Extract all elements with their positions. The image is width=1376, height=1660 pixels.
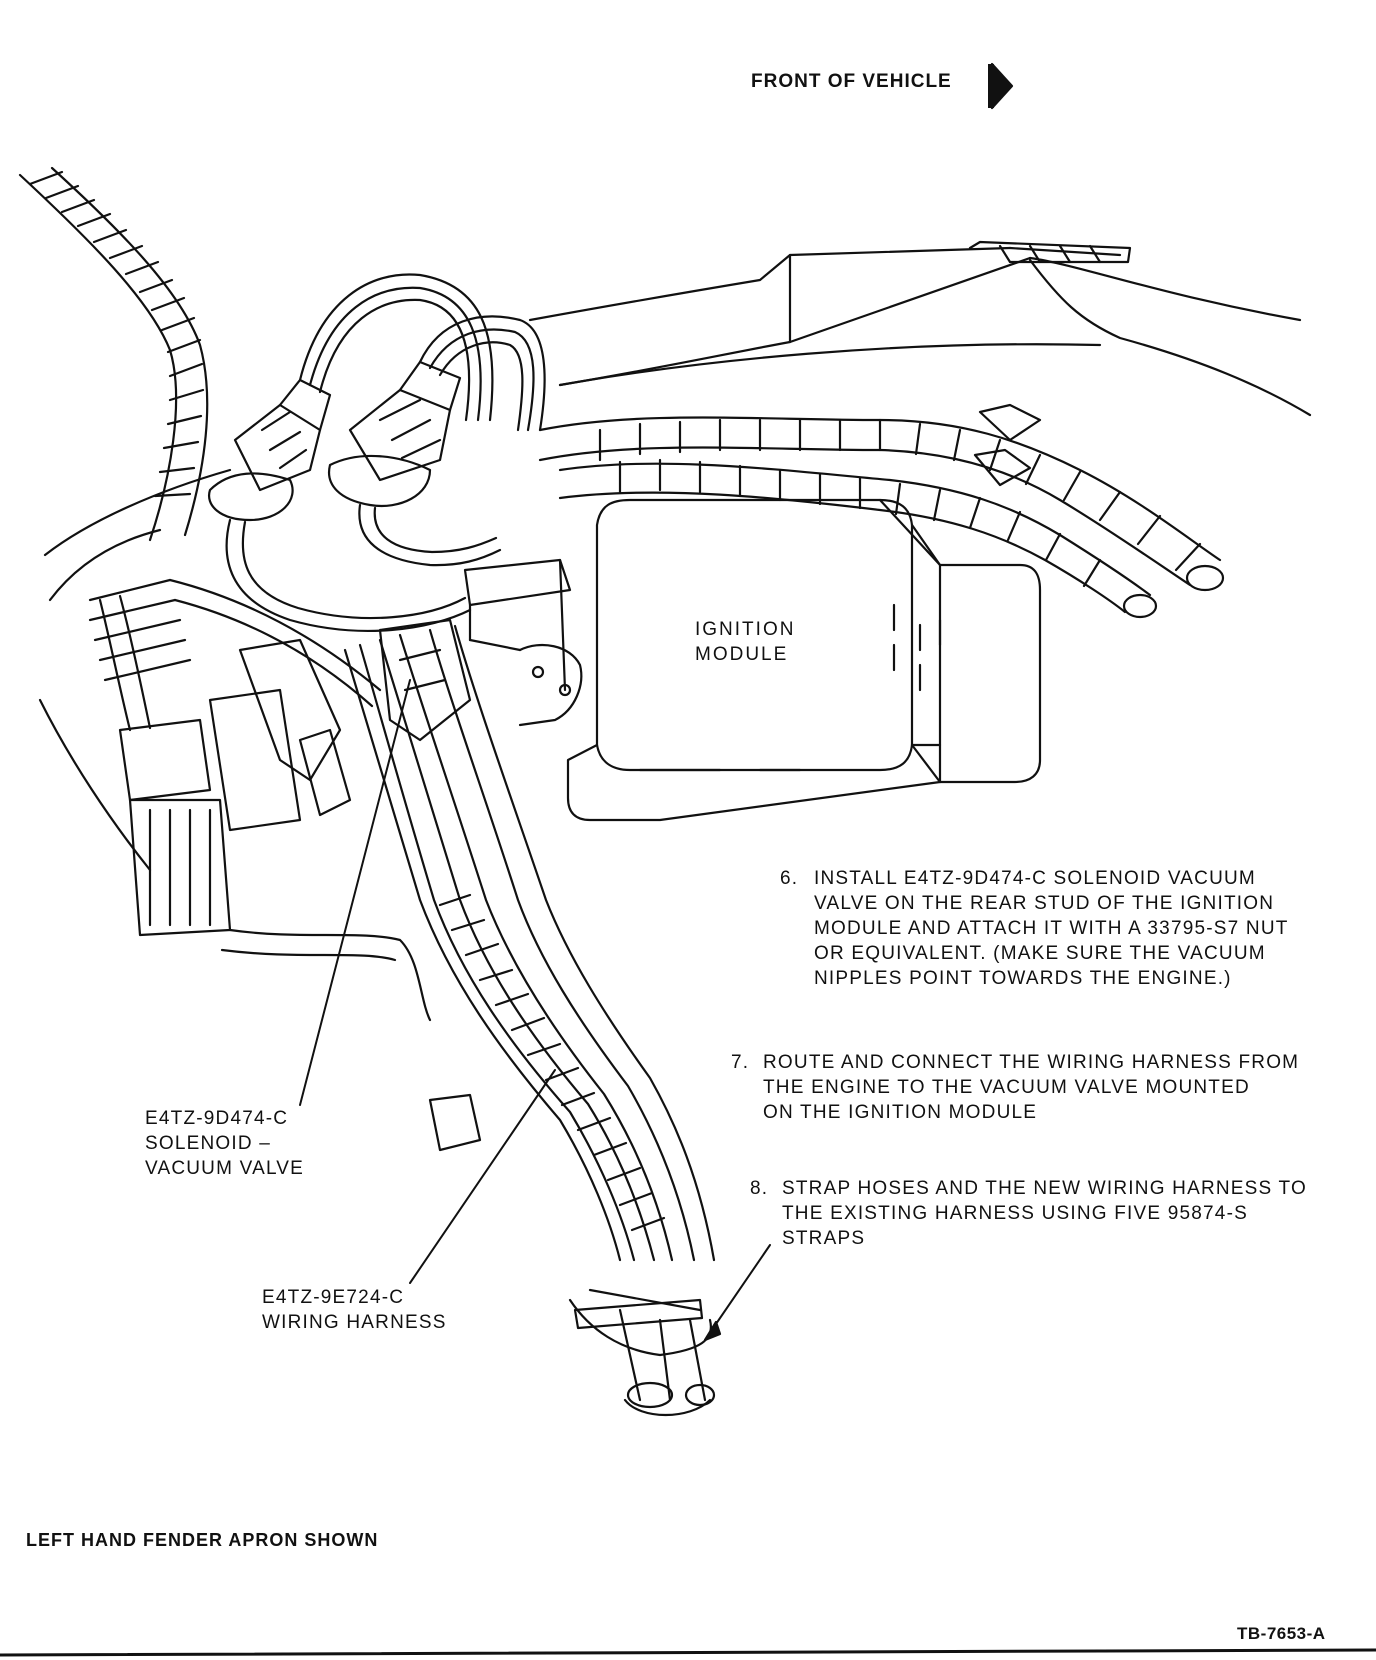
left-connector-block	[88, 578, 432, 1022]
harness-callout-label: E4TZ-9E724-C WIRING HARNESS	[262, 1285, 447, 1335]
callout-line: VACUUM VALVE	[145, 1158, 305, 1179]
step-line: MODULE AND ATTACH IT WITH A 33795-S7 NUT	[814, 918, 1289, 939]
step-line: OR EQUIVALENT. (MAKE SURE THE VACUUM	[814, 943, 1266, 964]
callout-line: SOLENOID –	[145, 1133, 272, 1154]
callout-line: E4TZ-9E724-C	[262, 1287, 405, 1308]
figure-id: TB-7653-A	[1237, 1624, 1326, 1643]
step-7-instruction: 7. ROUTE AND CONNECT THE WIRING HARNESS …	[731, 1050, 1371, 1140]
ignition-module-label: IGNITION MODULE	[695, 617, 795, 667]
bottom-rule	[0, 1648, 1376, 1657]
callout-line: E4TZ-9D474-C	[145, 1108, 289, 1129]
callout-line: WIRING HARNESS	[262, 1312, 447, 1333]
solenoid-vacuum-valve	[378, 558, 583, 742]
step-line: INSTALL E4TZ-9D474-C SOLENOID VACUUM	[814, 868, 1256, 889]
leader-lines	[299, 679, 771, 1342]
fender-apron	[528, 240, 1312, 417]
step-line: STRAP HOSES AND THE NEW WIRING HARNESS T…	[782, 1178, 1307, 1199]
step-line: ON THE IGNITION MODULE	[763, 1102, 1038, 1123]
electrical-connectors	[207, 273, 546, 632]
step-8-instruction: 8. STRAP HOSES AND THE NEW WIRING HARNES…	[750, 1176, 1370, 1266]
step-line: NIPPLES POINT TOWARDS THE ENGINE.)	[814, 968, 1232, 989]
step-line: THE ENGINE TO THE VACUUM VALVE MOUNTED	[763, 1077, 1250, 1098]
step-line: ROUTE AND CONNECT THE WIRING HARNESS FRO…	[763, 1052, 1300, 1073]
ignition-module-box	[566, 498, 1042, 822]
step-line: VALVE ON THE REAR STUD OF THE IGNITION	[814, 893, 1275, 914]
step-6-instruction: 6. INSTALL E4TZ-9D474-C SOLENOID VACUUM …	[780, 866, 1376, 1006]
step-number: 6.	[780, 868, 799, 889]
fender-edge-molding	[18, 166, 209, 542]
front-arrow-icon	[988, 62, 1014, 110]
descending-harness	[343, 624, 716, 1416]
main-harness-right	[538, 403, 1225, 619]
step-number: 7.	[731, 1052, 750, 1073]
module-label-line1: IGNITION	[695, 619, 796, 640]
step-line: THE EXISTING HARNESS USING FIVE 95874-S	[782, 1203, 1248, 1224]
step-line: STRAPS	[782, 1228, 866, 1249]
solenoid-callout-label: E4TZ-9D474-C SOLENOID – VACUUM VALVE	[145, 1106, 304, 1181]
inner-panel	[38, 468, 232, 872]
step-number: 8.	[750, 1178, 769, 1199]
front-of-vehicle-label: FRONT OF VEHICLE	[751, 71, 952, 92]
footer-note: LEFT HAND FENDER APRON SHOWN	[26, 1530, 379, 1550]
module-label-line2: MODULE	[695, 644, 789, 665]
